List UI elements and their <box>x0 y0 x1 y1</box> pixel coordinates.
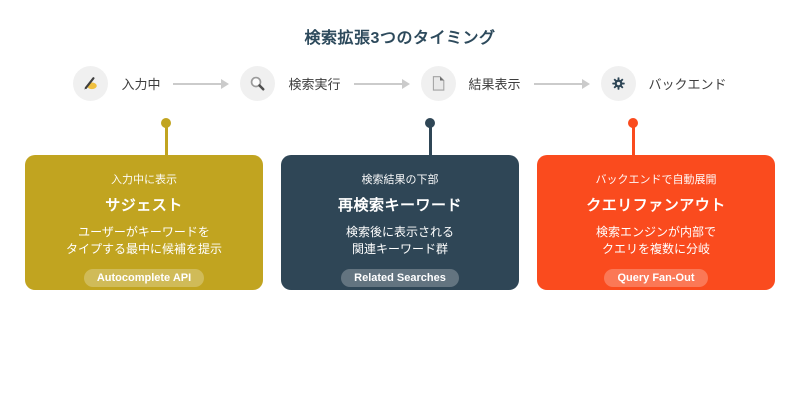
card-eyebrow: 検索結果の下部 <box>361 174 439 186</box>
card-body-line: タイプする最中に候補を提示 <box>65 242 222 257</box>
card-body: ユーザーがキーワードを タイプする最中に候補を提示 <box>25 224 263 259</box>
card-body-line: 検索後に表示される <box>345 225 454 239</box>
card-eyebrow: 入力中に表示 <box>111 174 177 186</box>
step-label: 検索実行 <box>288 77 341 92</box>
step-label: 結果表示 <box>468 77 521 92</box>
flow-step-typing: 入力中 <box>73 66 160 101</box>
cards-row: 入力中に表示 サジェスト ユーザーがキーワードを タイプする最中に候補を提示 A… <box>25 155 775 290</box>
flow-row: 入力中 検索実行 結果表示 <box>0 66 800 101</box>
connector-line <box>428 124 432 155</box>
connector-dot <box>161 118 171 128</box>
card-title: クエリファンアウト <box>586 197 726 214</box>
related-searches-card: 検索結果の下部 再検索キーワード 検索後に表示される 関連キーワード群 Rela… <box>281 155 519 290</box>
flow-step-backend: バックエンド <box>600 66 727 101</box>
autocomplete-api-badge: Autocomplete API <box>83 268 205 287</box>
connector-line <box>631 124 635 155</box>
card-body-line: 検索エンジンが内部で <box>595 225 716 239</box>
card-title: サジェスト <box>105 197 183 214</box>
page-title: 検索拡張3つのタイミング <box>304 30 496 47</box>
step-label: 入力中 <box>121 77 161 92</box>
flow-arrow-icon <box>353 78 410 89</box>
step-circle <box>240 66 276 101</box>
query-fanout-card: バックエンドで自動展開 クエリファンアウト 検索エンジンが内部で クエリを複数に… <box>537 155 775 290</box>
card-body-line: クエリを複数に分岐 <box>601 242 710 257</box>
card-body: 検索エンジンが内部で クエリを複数に分岐 <box>537 224 775 259</box>
card-body-line: 関連キーワード群 <box>351 242 448 257</box>
step-circle <box>420 66 456 101</box>
gear-icon <box>611 77 625 90</box>
connector-dot <box>425 118 435 128</box>
connector-dot <box>628 118 638 128</box>
connector-line <box>164 124 168 155</box>
step-label: バックエンド <box>648 77 727 92</box>
suggest-card: 入力中に表示 サジェスト ユーザーがキーワードを タイプする最中に候補を提示 A… <box>25 155 263 290</box>
flow-arrow-icon <box>533 78 590 89</box>
card-body-line: ユーザーがキーワードを <box>78 225 210 239</box>
writing-hand-icon <box>84 77 98 90</box>
card-eyebrow: バックエンドで自動展開 <box>595 174 717 186</box>
related-searches-badge: Related Searches <box>341 268 459 287</box>
flow-arrow-icon <box>173 78 230 89</box>
step-circle <box>73 66 109 101</box>
query-fanout-badge: Query Fan-Out <box>604 268 708 287</box>
step-circle <box>600 66 636 101</box>
document-icon <box>432 76 444 91</box>
flow-step-results: 結果表示 <box>420 66 521 101</box>
magnifier-icon <box>251 76 265 91</box>
card-body: 検索後に表示される 関連キーワード群 <box>281 224 519 259</box>
flow-step-search: 検索実行 <box>240 66 341 101</box>
card-title: 再検索キーワード <box>337 197 462 214</box>
